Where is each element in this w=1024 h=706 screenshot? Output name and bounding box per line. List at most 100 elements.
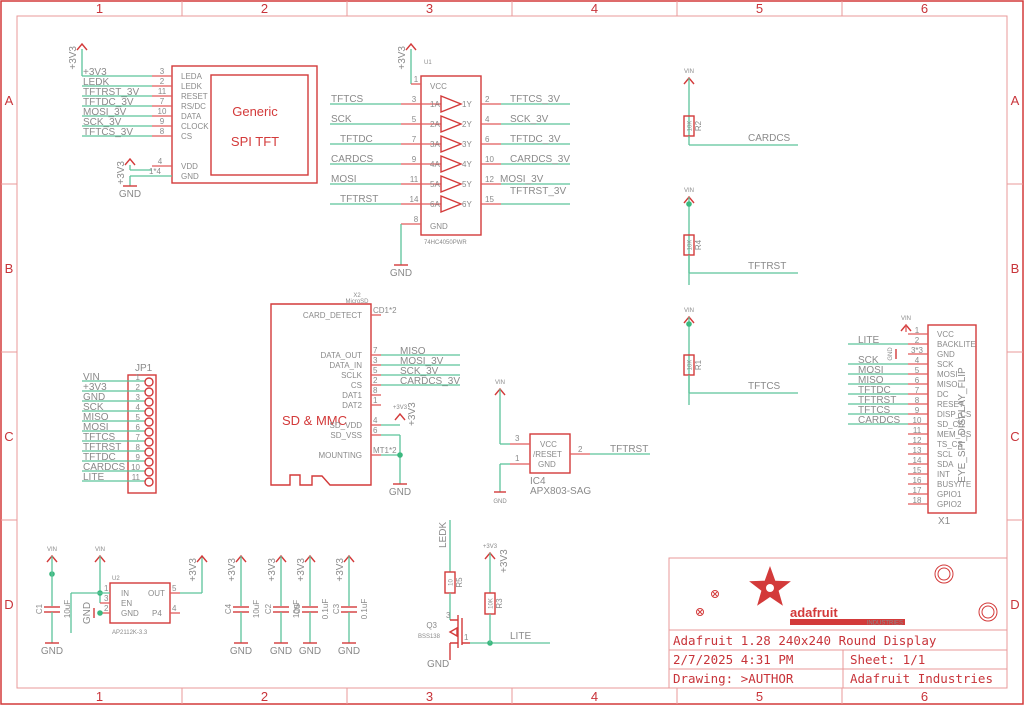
tft-pin-name: LEDK (181, 82, 203, 91)
u2-gnd-num: 2 (104, 604, 109, 613)
x1-gnd-label: GND (888, 347, 894, 361)
sd-net-label: SCK_3V (400, 366, 439, 377)
junction-dot (397, 452, 403, 458)
sd-supply (394, 412, 406, 421)
u1-in-name: 4A (430, 160, 440, 169)
pullup-net-label: CARDCS (748, 133, 791, 144)
mosfet-diode-icon (448, 626, 458, 638)
u2-out-label: +3V3 (188, 558, 199, 582)
tft-pin-name: CS (181, 132, 192, 141)
sheet-number: Sheet: 1/1 (850, 652, 925, 667)
x1-pin-num: 7 (915, 386, 920, 395)
sd-pin-name: CS (351, 381, 362, 390)
pullup-resistor-ref: R1 (694, 359, 703, 370)
cap-gnd-label: GND (338, 646, 360, 657)
ic4-gnd-name: GND (538, 460, 556, 469)
x1-pin-num: 13 (913, 446, 922, 455)
lite-net-label: LITE (510, 631, 531, 642)
jp1-pin-num: 2 (136, 383, 141, 392)
zone-col-top: 1 (96, 1, 103, 16)
ic4-vcc-name: VCC (540, 440, 557, 449)
tft-title: Generic (232, 104, 278, 119)
sd-pin-name: CARD_DETECT (303, 311, 362, 320)
x1-pin-name: GND (937, 350, 955, 359)
ledk-net-label: LEDK (438, 522, 449, 548)
r3-resistor-value: 10K (489, 598, 495, 609)
c1-gnd-label: GND (41, 646, 63, 657)
ic4-pin2: 2 (578, 445, 583, 454)
jp1-pin-num: 3 (136, 393, 141, 402)
jp1-net-label: MISO (83, 412, 109, 423)
bl-gnd-label: GND (427, 659, 449, 670)
q3-part: BSS138 (418, 634, 441, 640)
jp1-pad-icon (144, 397, 154, 407)
x1-pin-name: SCK (937, 360, 954, 369)
decoupling-capacitor-ref: C2 (264, 603, 273, 614)
fiducial-icon (696, 608, 704, 616)
tft-gnd-label: GND (119, 189, 141, 200)
mounting-hole-icon (937, 567, 951, 581)
jp1-pad-icon (144, 377, 154, 387)
u1-in-num: 3 (412, 95, 417, 104)
cap-supply-label: +3V3 (267, 558, 278, 582)
x1-pin-name: MISO (937, 380, 957, 389)
buffer-icon (440, 94, 463, 114)
sd-pin-name: SD_VDD (330, 421, 363, 430)
jp1-pad-icon (144, 447, 154, 457)
tft-pin-name: DATA (181, 112, 202, 121)
zone-row-right: C (1010, 429, 1019, 444)
x1-pin-name: SDA (937, 460, 954, 469)
ic4-gnd-label: GND (493, 499, 507, 505)
zone-col-bottom: 5 (756, 689, 763, 704)
x1-net-label: MOSI (858, 365, 884, 376)
decoupling-capacitor-value: 0.1uF (321, 599, 330, 620)
q3-ref: Q3 (426, 621, 437, 630)
x1-pin-num: 5 (915, 366, 920, 375)
u2-en-num: 3 (104, 594, 109, 603)
tft-subtitle: SPI TFT (231, 134, 279, 149)
jp1-pad-icon (144, 467, 154, 477)
u1-in-name: 6A (430, 200, 440, 209)
x1-pin-num: 1 (915, 326, 920, 335)
drawing-title: Adafruit 1.28 240x240 Round Display (673, 633, 937, 648)
u1-in-net: TFTCS (331, 94, 364, 105)
cap-supply-label: +3V3 (227, 558, 238, 582)
tft-pin-number: 3 (160, 67, 165, 76)
x1-pin-name: SCL (937, 450, 953, 459)
sd-pin-name: DAT2 (342, 401, 362, 410)
x1-pin-num: 4 (915, 356, 920, 365)
pullup-resistor-value: 10K (688, 360, 694, 371)
sd-pin-name: MOUNTING (318, 451, 362, 460)
u2-p4-name: P4 (152, 609, 162, 618)
buffer-icon (440, 154, 463, 174)
jp1-net-label: LITE (83, 472, 104, 483)
jp1-net-label: GND (83, 392, 105, 403)
jp1-net-label: CARDCS (83, 462, 126, 473)
ic4-reset-name: /RESET (533, 450, 562, 459)
zone-col-top: 6 (921, 1, 928, 16)
u1-part: 74HC4050PWR (424, 240, 467, 246)
sd-pin-num: 2 (373, 376, 378, 385)
x1-pin-num: 2 (915, 336, 920, 345)
c1-capacitor-ref: C1 (35, 603, 44, 614)
x1-pin-name: GPIO1 (937, 490, 962, 499)
u1-in-num: 11 (410, 175, 419, 184)
zone-col-bottom: 3 (426, 689, 433, 704)
ic4-pin1: 1 (515, 454, 520, 463)
u1-out-name: 1Y (462, 100, 472, 109)
pullup-resistor-ref: R4 (694, 239, 703, 250)
sd-supply-label: +3V3 (393, 405, 408, 411)
tft-net-label: TFTRST_3V (83, 87, 139, 98)
u1-in-name: 5A (430, 180, 440, 189)
